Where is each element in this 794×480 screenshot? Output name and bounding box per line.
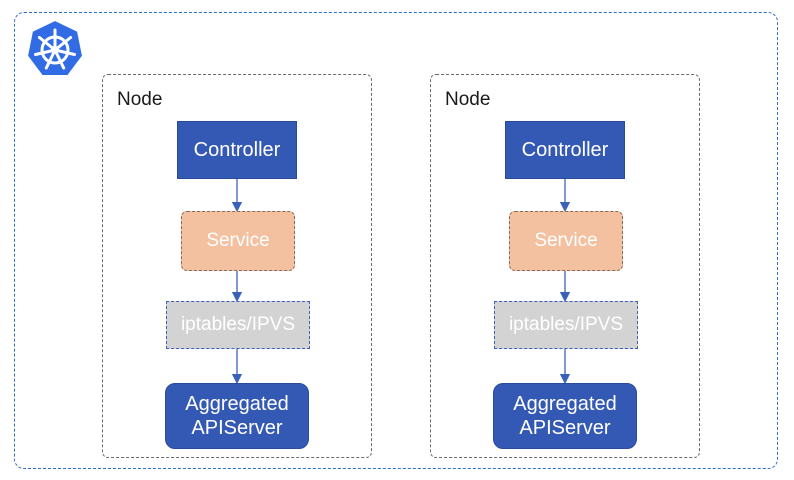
- aggregated-apiserver-box: Aggregated APIServer: [493, 383, 637, 449]
- iptables-ipvs-box: iptables/IPVS: [494, 301, 638, 349]
- apiserver-line-1: Aggregated: [185, 393, 289, 415]
- node-container: Node Controller Service iptables/IPVS Ag…: [102, 74, 372, 458]
- service-box: Service: [181, 211, 295, 271]
- node-container: Node Controller Service iptables/IPVS Ag…: [430, 74, 700, 458]
- service-box: Service: [509, 211, 623, 271]
- flow-arrows: [559, 179, 571, 385]
- kubernetes-logo-icon: [25, 18, 85, 77]
- apiserver-line-2: APIServer: [191, 417, 283, 439]
- controller-box: Controller: [505, 121, 625, 179]
- node-label: Node: [445, 89, 491, 110]
- iptables-ipvs-box: iptables/IPVS: [166, 301, 310, 349]
- aggregated-apiserver-box: Aggregated APIServer: [165, 383, 309, 449]
- flow-arrows: [231, 179, 243, 385]
- apiserver-line-2: APIServer: [519, 417, 611, 439]
- controller-box: Controller: [177, 121, 297, 179]
- apiserver-line-1: Aggregated: [513, 393, 617, 415]
- node-label: Node: [117, 89, 163, 110]
- cluster-boundary: [14, 12, 778, 469]
